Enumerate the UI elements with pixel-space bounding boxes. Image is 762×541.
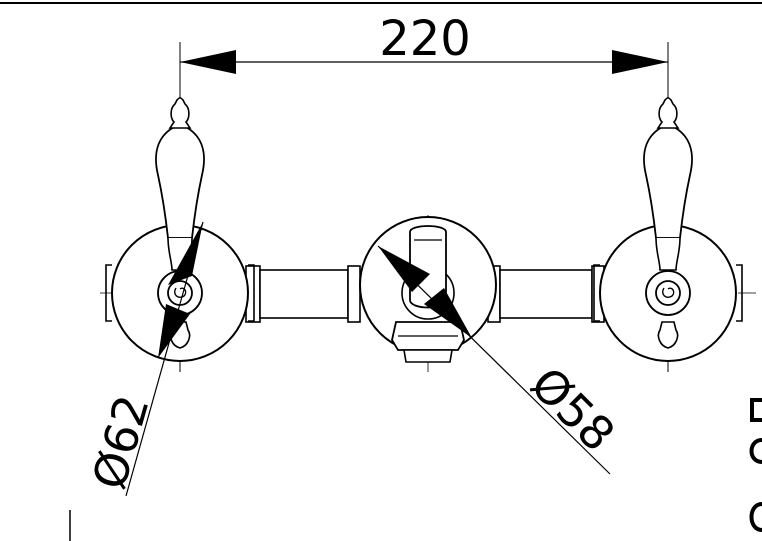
right-spindle-inner (655, 280, 681, 306)
left-valve-side-lug-right (248, 264, 255, 322)
right-handle-finial (656, 96, 680, 129)
center-diverter (359, 216, 497, 363)
left-pipe-end-collar (347, 265, 361, 323)
center-diameter-arrow-top (378, 246, 430, 292)
width-arrow-right (612, 50, 668, 74)
right-pipe (499, 269, 593, 319)
left-handle-finial (168, 96, 192, 129)
width-arrow-left (180, 50, 236, 74)
center-diameter-dimension (377, 245, 611, 475)
center-diameter-arrow-bottom (424, 288, 472, 338)
right-handle-stem (655, 237, 681, 271)
left-valve-side-lug (105, 264, 112, 322)
left-diameter-arrow-top (168, 222, 203, 285)
right-edge-cropped-mark (749, 398, 762, 532)
width-dimension-label: 220 (379, 11, 471, 67)
center-outlet-nozzle (403, 349, 453, 363)
right-valve-side-lug (736, 264, 743, 322)
right-bottom-tip (657, 321, 679, 349)
left-valve (105, 96, 255, 362)
left-pipe (259, 269, 349, 319)
left-spindle-inner (167, 280, 193, 306)
pipes (245, 265, 605, 323)
left-diameter-dimension (125, 221, 204, 497)
center-diameter-label: Ø58 (520, 357, 625, 462)
right-valve (593, 96, 743, 362)
left-diameter-arrow-bottom (158, 304, 190, 358)
left-spindle-swirl (174, 287, 187, 298)
right-spindle-swirl (662, 287, 675, 298)
left-diameter-label: Ø62 (82, 389, 160, 495)
right-valve-side-lug-left (593, 264, 600, 322)
right-handle-lever (643, 126, 693, 239)
left-handle-lever (155, 126, 205, 239)
